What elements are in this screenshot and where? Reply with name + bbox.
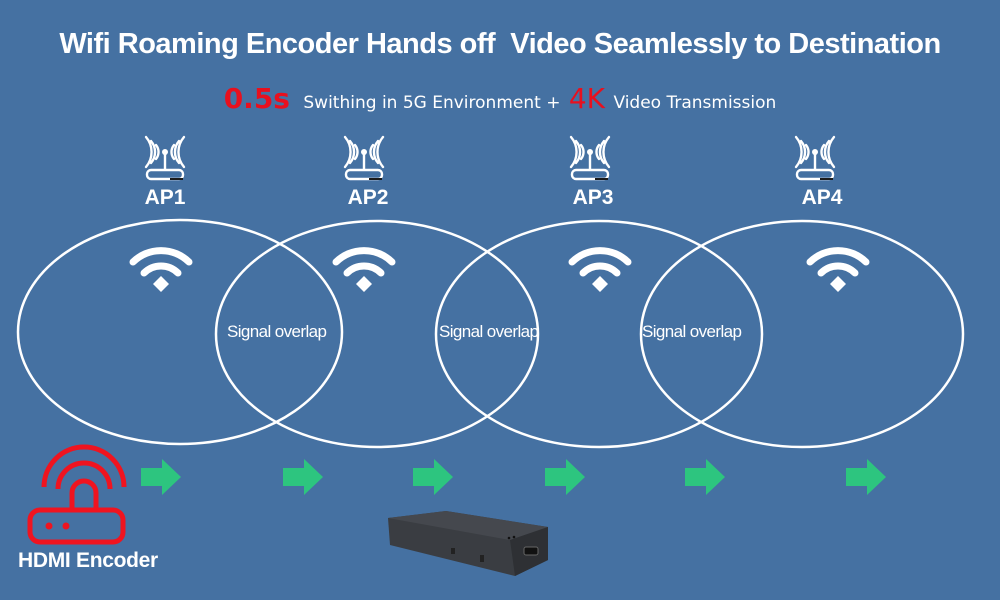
ap-1: AP1 (125, 186, 205, 210)
arrow-icon (283, 459, 323, 495)
ap-3: AP3 (553, 186, 633, 210)
red-router-icon (27, 444, 127, 545)
wifi-icon (336, 251, 392, 292)
ap-label: AP3 (572, 186, 614, 209)
ap-label: AP4 (801, 186, 843, 209)
arrow-icon (846, 459, 886, 495)
signal-overlap-label: Signal overlap (439, 322, 539, 341)
router-icon (144, 135, 186, 181)
arrow-icon (413, 459, 453, 495)
page-title: Wifi Roaming Encoder Hands off Video Sea… (59, 28, 941, 60)
wifi-icon (810, 251, 866, 292)
router-icon (569, 135, 611, 181)
signal-overlap-label: Signal overlap (227, 322, 327, 341)
signal-overlap-label: Signal overlap (642, 322, 742, 341)
resolution: 4K (568, 82, 606, 115)
router-icon (794, 135, 836, 181)
encoder-device-image (388, 511, 548, 576)
encoder-label: HDMI Encoder (18, 549, 158, 572)
arrow-icon (545, 459, 585, 495)
wifi-icon (572, 251, 628, 292)
ap-4: AP4 (782, 186, 862, 210)
subtitle-text-2: Video Transmission (613, 93, 777, 113)
arrow-icon (141, 459, 181, 495)
subtitle-text-1: Swithing in 5G Environment + (303, 93, 561, 113)
switch-time: 0.5s (223, 82, 290, 115)
ap-label: AP2 (347, 186, 389, 209)
subtitle: 0.5s Swithing in 5G Environment + 4K Vid… (0, 82, 1000, 115)
wifi-icon (133, 251, 189, 292)
arrow-icon (685, 459, 725, 495)
ap-2: AP2 (328, 186, 408, 210)
router-icon (343, 135, 385, 181)
ap-label: AP1 (144, 186, 186, 209)
